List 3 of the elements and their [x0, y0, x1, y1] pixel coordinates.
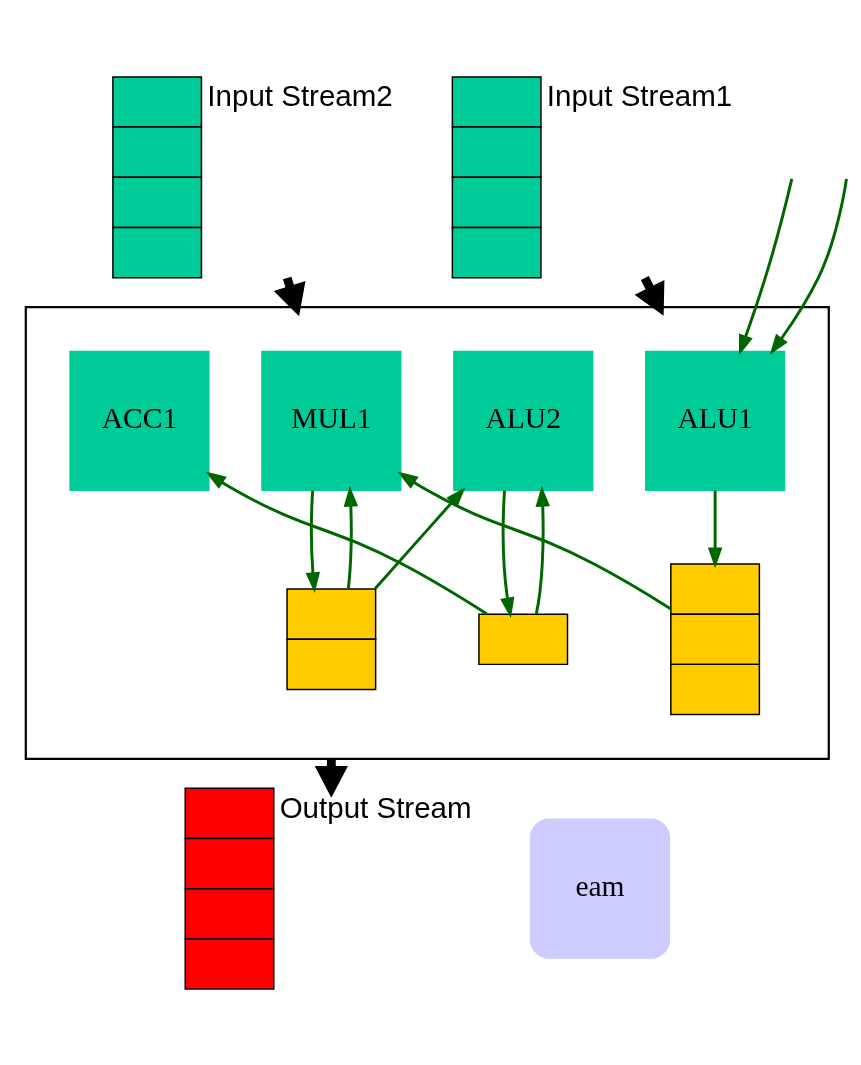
node-label: Input Stream1: [546, 78, 733, 112]
node-label: Output Stream: [279, 790, 472, 824]
node-label: Input Stream2: [207, 78, 393, 112]
